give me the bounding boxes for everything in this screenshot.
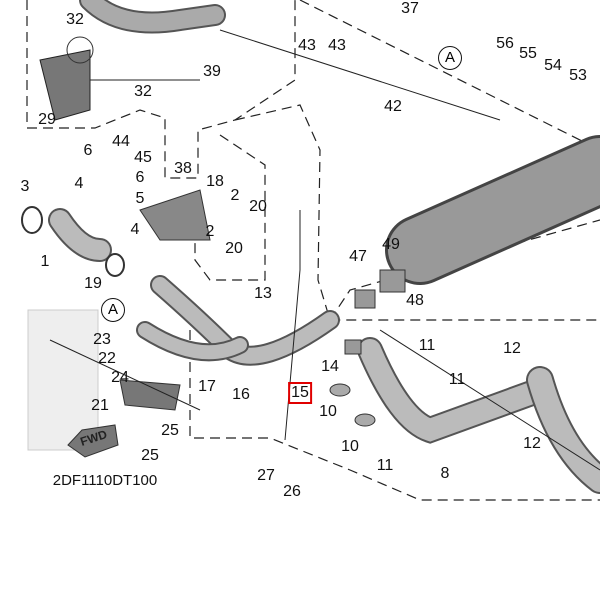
part-label[interactable]: 47 — [349, 248, 367, 265]
part-label[interactable]: 20 — [249, 198, 267, 215]
part-label[interactable]: 26 — [283, 483, 301, 500]
clamp-32 — [66, 36, 94, 64]
mid-pipe-fill — [359, 339, 551, 442]
part-label[interactable]: 39 — [203, 63, 221, 80]
part-label[interactable]: 22 — [98, 350, 116, 367]
part-label[interactable]: 25 — [161, 422, 179, 439]
part-label[interactable]: 32 — [66, 11, 84, 28]
part-label[interactable]: 12 — [503, 340, 521, 357]
part-label[interactable]: 17 — [198, 378, 216, 395]
part-label[interactable]: 49 — [382, 236, 400, 253]
part-label[interactable]: 11 — [418, 337, 436, 354]
clamp-10a — [329, 383, 351, 397]
part-label[interactable]: 4 — [130, 221, 140, 238]
part-label[interactable]: 44 — [112, 133, 130, 150]
part-label[interactable]: 32 — [134, 83, 152, 100]
reference-marker-a: A — [101, 298, 125, 322]
part-label[interactable]: 29 — [38, 111, 56, 128]
part-label[interactable]: 8 — [440, 465, 450, 482]
clamp-10b — [354, 413, 376, 427]
part-label[interactable]: 6 — [135, 169, 145, 186]
part-label[interactable]: 25 — [141, 447, 159, 464]
part-label[interactable]: 20 — [225, 240, 243, 257]
part-label[interactable]: 12 — [523, 435, 541, 452]
diagram-code: 2DF1110DT100 — [52, 472, 158, 489]
muffler-fill — [388, 138, 600, 282]
clamp-49 — [379, 269, 406, 293]
part-label[interactable]: 11 — [376, 457, 394, 474]
part-label[interactable]: 14 — [321, 358, 339, 375]
dashed-group-boundary — [189, 330, 600, 501]
part-label[interactable]: 21 — [91, 397, 109, 414]
fwd-arrow-shape — [67, 424, 119, 458]
part-label[interactable]: 42 — [384, 98, 402, 115]
part-label[interactable]: 55 — [519, 45, 537, 62]
gasket-3 — [21, 206, 43, 234]
part-label[interactable]: 6 — [83, 142, 93, 159]
part-label[interactable]: 11 — [448, 371, 466, 388]
part-label[interactable]: 53 — [569, 67, 587, 84]
part-label[interactable]: 56 — [496, 35, 514, 52]
gasket-14 — [344, 339, 362, 355]
part-label[interactable]: 2 — [230, 187, 240, 204]
engine-outline — [27, 309, 99, 451]
gasket-19 — [105, 253, 125, 277]
part-label[interactable]: 10 — [341, 438, 359, 455]
part-label[interactable]: 18 — [206, 173, 224, 190]
leader-lines — [49, 29, 600, 471]
part-label[interactable]: 3 — [20, 178, 30, 195]
part-label[interactable]: 43 — [328, 37, 346, 54]
part-label[interactable]: 13 — [254, 285, 272, 302]
tail-pipe-fill — [528, 368, 600, 492]
part-label[interactable]: 5 — [135, 190, 145, 207]
dashed-group-boundary — [299, 0, 600, 151]
part-label[interactable]: 37 — [401, 0, 419, 17]
part-label[interactable]: 10 — [319, 403, 337, 420]
heat-protector — [139, 189, 211, 241]
exhaust-flange-pipe-fill — [50, 210, 110, 260]
exhaust-header-pipe-2-fill — [138, 323, 247, 360]
reference-marker-a: A — [438, 46, 462, 70]
part-label[interactable]: 4 — [74, 175, 84, 192]
part-label[interactable]: 54 — [544, 57, 562, 74]
gasket-47 — [354, 289, 376, 309]
bracket-plate — [119, 379, 181, 411]
upper-pipe-fill — [81, 0, 224, 32]
part-label[interactable]: 43 — [298, 37, 316, 54]
part-label[interactable]: 48 — [406, 292, 424, 309]
part-label[interactable]: 23 — [93, 331, 111, 348]
part-label[interactable]: 45 — [134, 149, 152, 166]
exhaust-cover — [39, 49, 91, 121]
part-label[interactable]: 2 — [205, 223, 215, 240]
part-label[interactable]: 27 — [257, 467, 275, 484]
highlighted-part-label[interactable]: 15 — [288, 382, 312, 404]
part-label[interactable]: 38 — [174, 160, 192, 177]
part-label[interactable]: 1 — [40, 253, 50, 270]
part-label[interactable]: 16 — [232, 386, 250, 403]
dashed-group-boundary — [194, 134, 266, 281]
part-label[interactable]: 24 — [111, 369, 129, 386]
part-label[interactable]: 19 — [84, 275, 102, 292]
dashed-group-boundary — [234, 104, 600, 321]
